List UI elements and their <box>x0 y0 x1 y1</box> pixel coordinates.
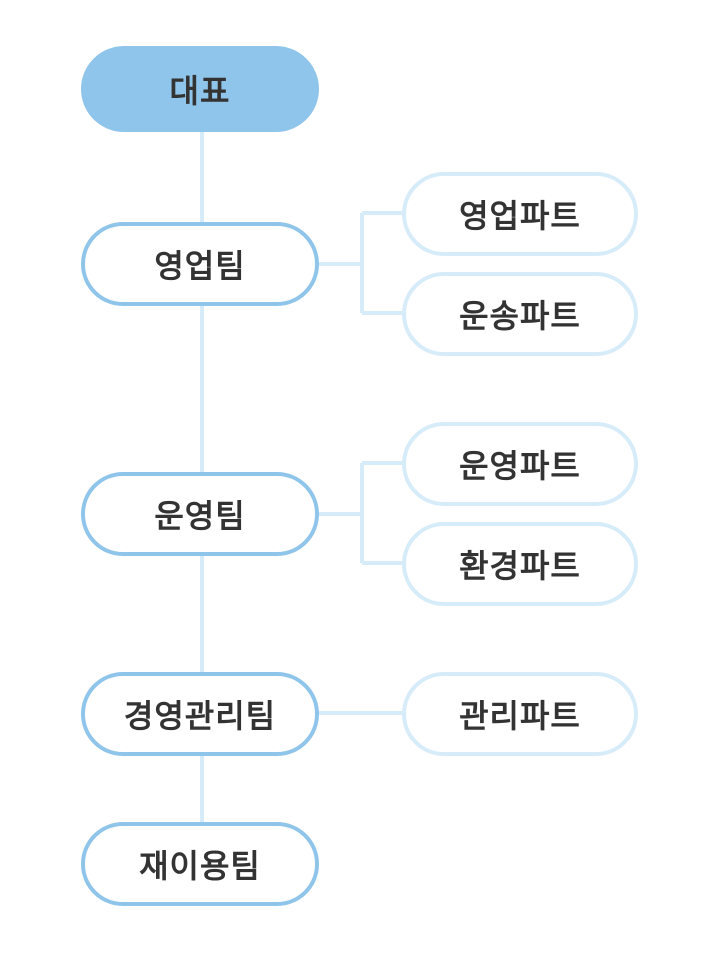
part-node-admin: 관리파트 <box>402 672 638 756</box>
team-node-recycling: 재이용팀 <box>81 822 319 906</box>
part-node-operations: 운영파트 <box>402 422 638 506</box>
part-node-environment: 환경파트 <box>402 522 638 606</box>
part-node-sales: 영업파트 <box>402 172 638 256</box>
part-node-transport: 운송파트 <box>402 272 638 356</box>
team-node-management: 경영관리팀 <box>81 672 319 756</box>
ceo-node: 대표 <box>81 46 319 132</box>
team-node-sales: 영업팀 <box>81 222 319 306</box>
team-node-operations: 운영팀 <box>81 472 319 556</box>
